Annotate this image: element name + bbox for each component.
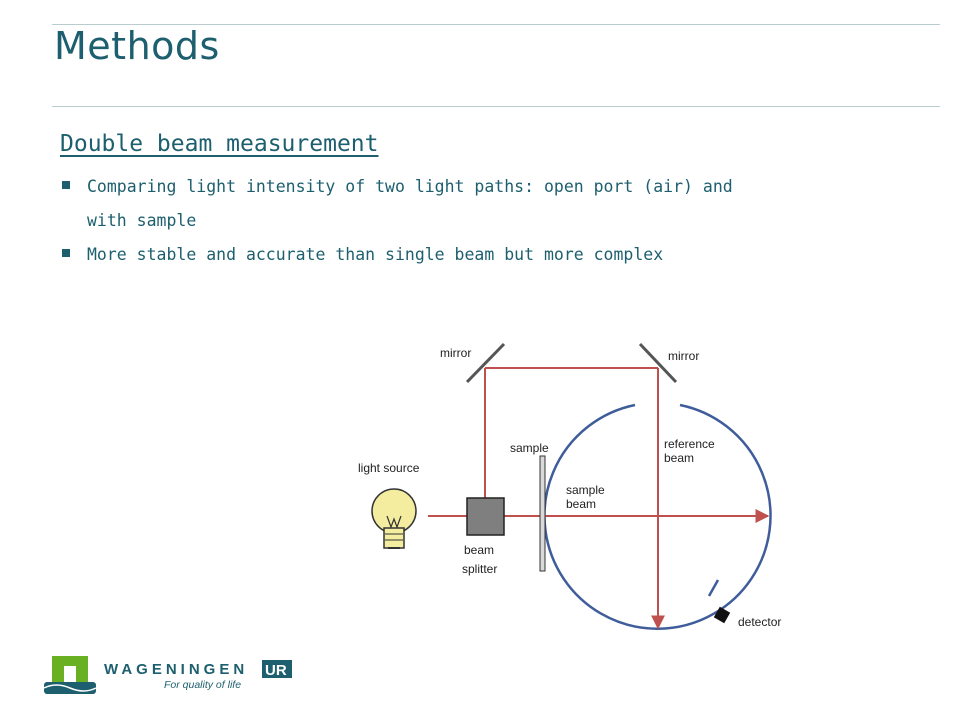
label-reference-beam-line1: reference (664, 437, 715, 451)
logo-tagline: For quality of life (164, 679, 241, 691)
bullet-item: More stable and accurate than single bea… (60, 238, 820, 272)
label-mirror-left: mirror (440, 346, 471, 360)
sample-plate (539, 455, 546, 572)
logo-wordmark: WAGENINGEN (104, 661, 248, 678)
slide-title: Methods (54, 24, 220, 68)
bullet-item: Comparing light intensity of two light p… (60, 170, 820, 238)
section-heading: Double beam measurement (60, 131, 379, 157)
mirror-left (465, 342, 506, 384)
beam-paths (428, 367, 770, 630)
mirror-right (638, 342, 678, 384)
square-bullet-icon (62, 181, 70, 189)
detector (713, 606, 731, 624)
bullet-text: Comparing light intensity of two light p… (87, 177, 733, 196)
square-bullet-icon (62, 249, 70, 257)
bullet-text: More stable and accurate than single bea… (87, 245, 664, 264)
double-beam-diagram: mirror mirror sample reference beam ligh… (358, 342, 781, 630)
label-reference-beam-line2: beam (664, 451, 694, 465)
label-sample-beam-line2: beam (566, 497, 596, 511)
logo-emblem-icon (43, 656, 97, 694)
label-sample: sample (510, 441, 549, 455)
title-divider (52, 106, 940, 107)
top-rule (52, 24, 940, 25)
light-bulb-icon (371, 488, 417, 549)
logo-ur-box (262, 660, 292, 678)
label-beam-splitter-line2: splitter (462, 562, 497, 576)
bullet-text-continued: with sample (87, 211, 197, 230)
detector-port (707, 579, 720, 597)
label-beam-splitter-line1: beam (464, 543, 494, 557)
label-mirror-right: mirror (668, 349, 699, 363)
logo-ur-text: UR (265, 662, 287, 679)
wageningen-ur-logo: WAGENINGEN UR For quality of life (43, 656, 292, 694)
label-light-source: light source (358, 461, 420, 475)
label-detector: detector (738, 615, 781, 629)
beam-splitter (466, 497, 505, 536)
label-sample-beam-line1: sample (566, 483, 605, 497)
bullet-list: Comparing light intensity of two light p… (60, 170, 820, 272)
